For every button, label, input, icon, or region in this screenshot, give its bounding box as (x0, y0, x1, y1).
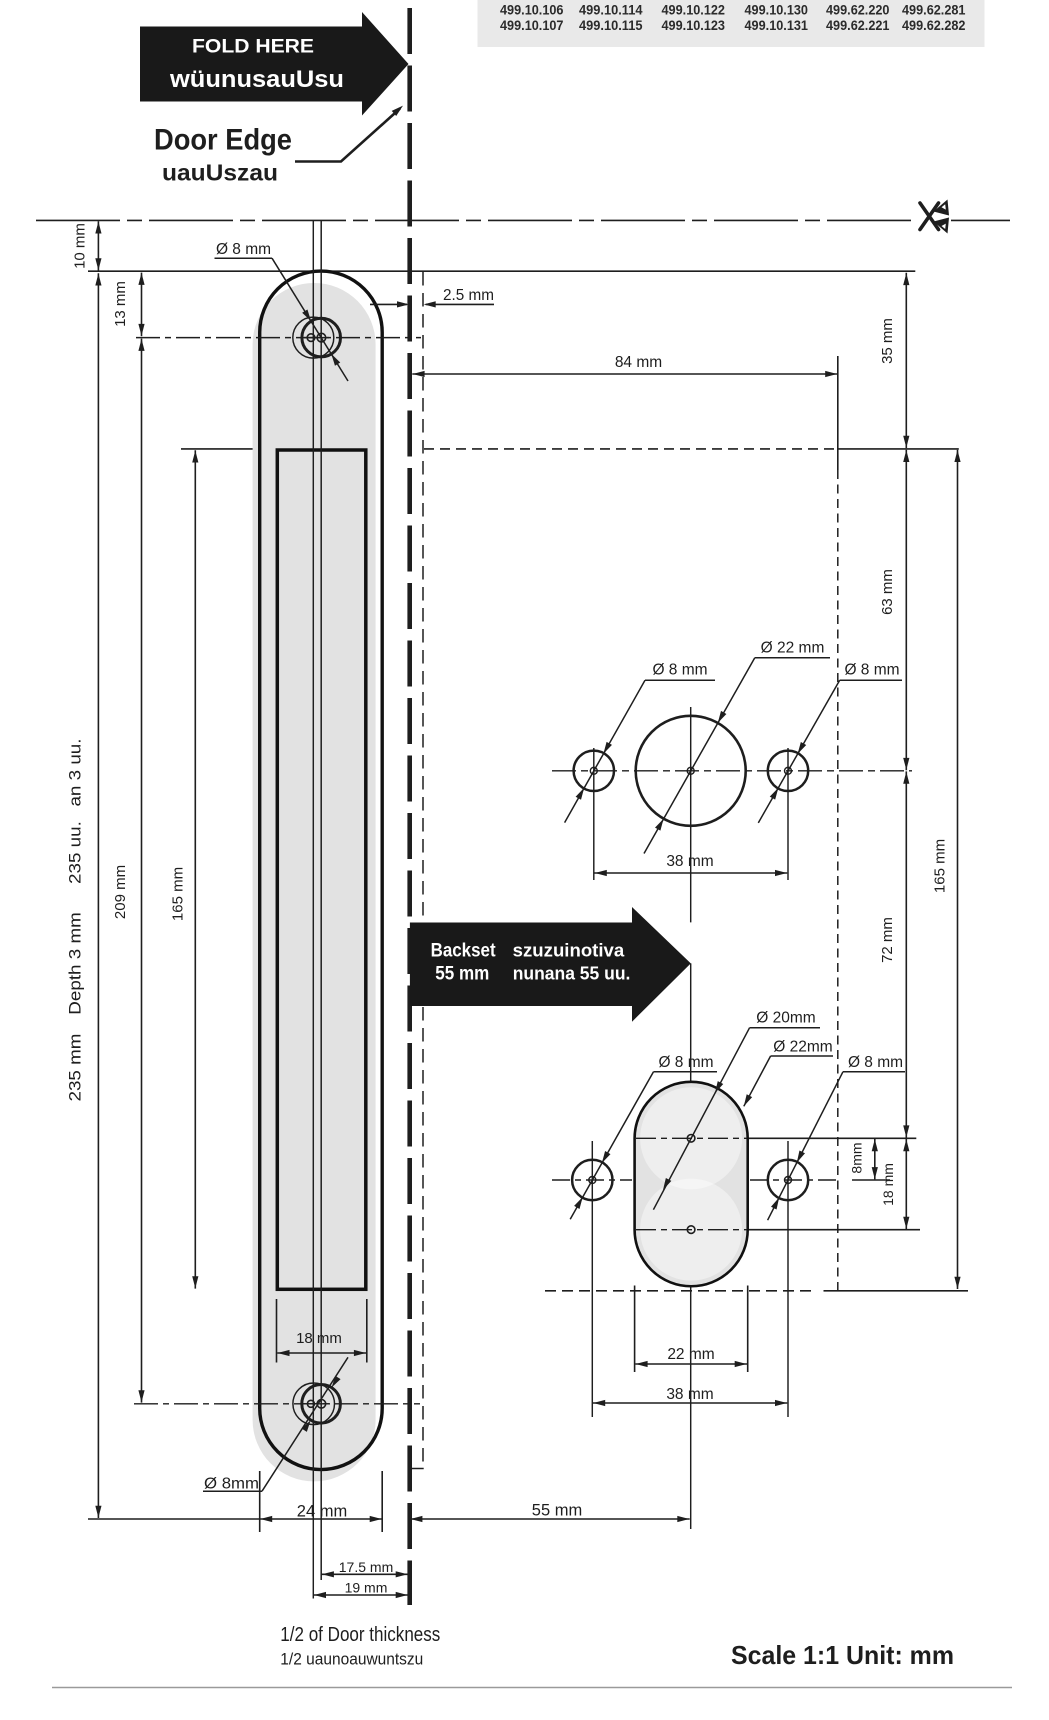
svg-text:18 mm: 18 mm (880, 1163, 896, 1206)
svg-text:499.10.106: 499.10.106 (500, 3, 564, 18)
svg-text:499.10.130: 499.10.130 (745, 3, 809, 18)
svg-text:19 mm: 19 mm (345, 1580, 388, 1596)
svg-text:Door Edge: Door Edge (154, 124, 292, 157)
svg-text:Ø 8 mm: Ø 8 mm (658, 1054, 713, 1071)
svg-text:209 mm: 209 mm (112, 865, 129, 919)
svg-text:1/2 of Door thickness: 1/2 of Door thickness (280, 1624, 440, 1646)
svg-text:Backset: Backset (431, 940, 497, 961)
svg-text:165 mm: 165 mm (170, 867, 187, 921)
svg-text:55 mm: 55 mm (532, 1502, 582, 1520)
svg-text:Ø 8mm: Ø 8mm (204, 1476, 259, 1493)
svg-text:Ø 22mm: Ø 22mm (773, 1039, 832, 1056)
svg-text:Ø 8 mm: Ø 8 mm (652, 662, 707, 679)
svg-text:17.5 mm: 17.5 mm (339, 1559, 393, 1575)
svg-text:165 mm: 165 mm (932, 839, 949, 893)
svg-text:499.10.122: 499.10.122 (662, 3, 726, 18)
svg-text:499.10.107: 499.10.107 (500, 18, 564, 33)
svg-text:72 mm: 72 mm (879, 917, 896, 963)
svg-text:FOLD HERE: FOLD HERE (192, 36, 314, 58)
svg-text:nunana 55 uu.: nunana 55 uu. (513, 964, 631, 984)
svg-text:szuzuinotiva: szuzuinotiva (513, 940, 626, 960)
svg-text:Ø 8 mm: Ø 8 mm (844, 662, 899, 679)
svg-text:Scale 1:1 Unit: mm: Scale 1:1 Unit: mm (731, 1640, 954, 1670)
svg-text:8mm: 8mm (849, 1142, 865, 1173)
svg-text:2.5 mm: 2.5 mm (443, 287, 494, 304)
svg-text:Ø 8 mm: Ø 8 mm (216, 241, 271, 258)
svg-text:wüunusauUsu: wüunusauUsu (169, 66, 344, 93)
svg-text:13 mm: 13 mm (112, 281, 129, 327)
svg-text:22 mm: 22 mm (667, 1346, 714, 1363)
svg-text:499.62.220: 499.62.220 (826, 3, 890, 18)
svg-text:499.62.282: 499.62.282 (902, 18, 966, 33)
svg-text:uauUszau: uauUszau (162, 160, 278, 186)
svg-text:38 mm: 38 mm (666, 1386, 713, 1403)
svg-text:Ø 22 mm: Ø 22 mm (761, 640, 825, 657)
svg-text:38 mm: 38 mm (666, 853, 713, 870)
svg-text:Ø 8 mm: Ø 8 mm (848, 1054, 903, 1071)
svg-text:1/2 uaunoauwuntszu: 1/2 uaunoauwuntszu (280, 1650, 423, 1669)
svg-text:499.62.281: 499.62.281 (902, 3, 966, 18)
svg-text:499.10.114: 499.10.114 (579, 3, 643, 18)
svg-text:499.10.131: 499.10.131 (745, 18, 809, 33)
svg-text:84 mm: 84 mm (615, 354, 662, 371)
svg-text:10 mm: 10 mm (72, 223, 89, 269)
svg-text:499.62.221: 499.62.221 (826, 18, 890, 33)
svg-text:499.10.115: 499.10.115 (579, 18, 643, 33)
svg-text:63 mm: 63 mm (879, 569, 896, 615)
svg-text:24 mm: 24 mm (297, 1503, 347, 1521)
svg-text:35 mm: 35 mm (879, 318, 896, 364)
svg-text:18 mm: 18 mm (296, 1330, 342, 1347)
svg-text:235 mm Depth 3 mm 235 uu.: 235 mm Depth 3 mm 235 uu. an 3 uu. (67, 739, 85, 1102)
svg-text:499.10.123: 499.10.123 (662, 18, 726, 33)
svg-text:Ø 20mm: Ø 20mm (756, 1010, 815, 1027)
svg-text:55 mm: 55 mm (435, 964, 489, 985)
